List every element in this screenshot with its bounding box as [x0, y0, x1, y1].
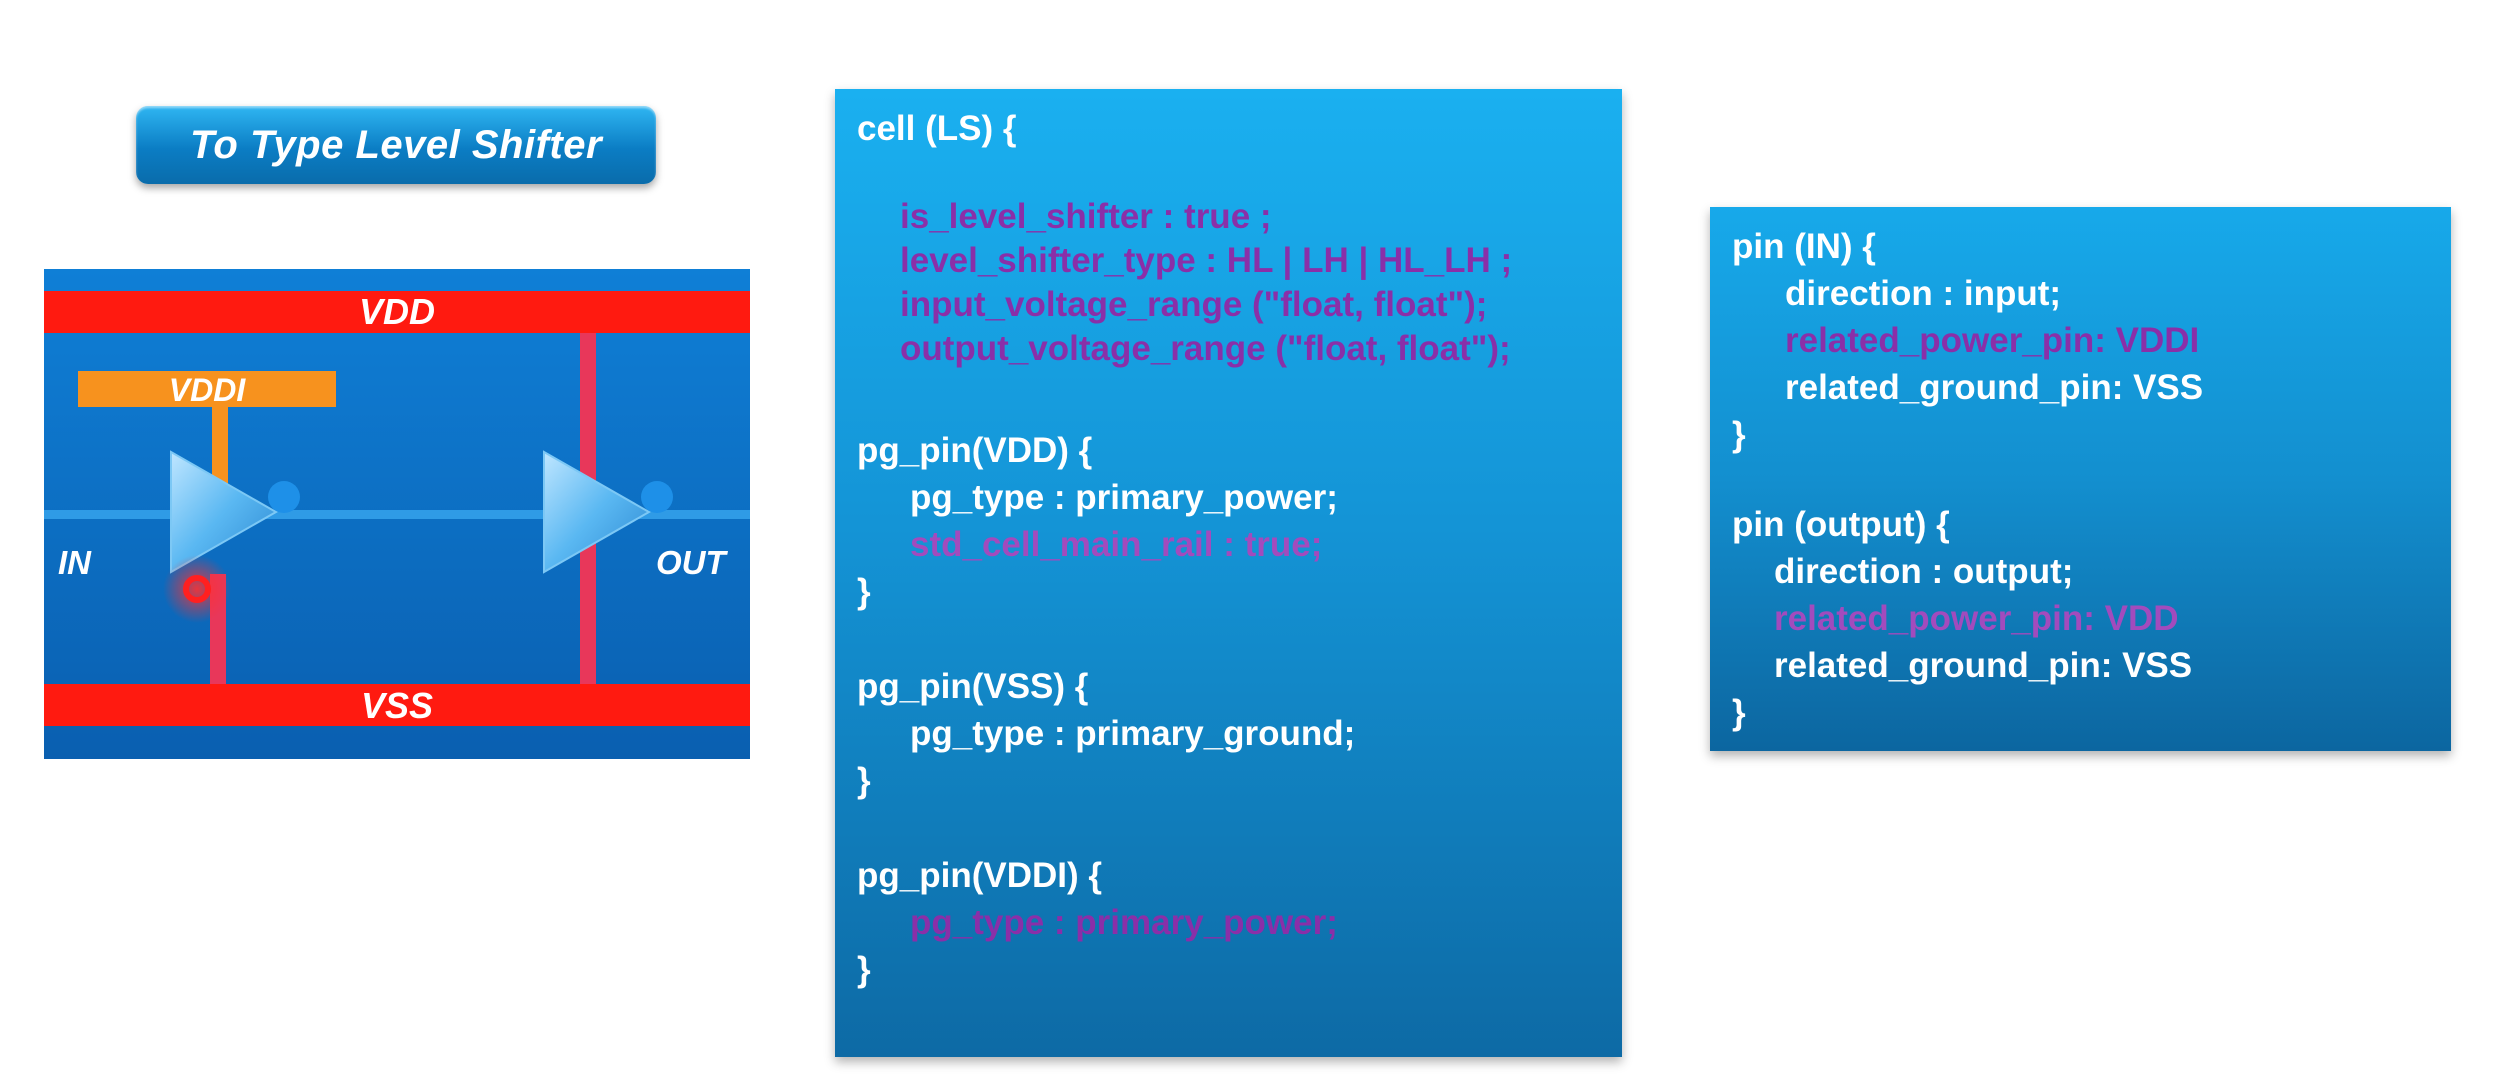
code-line: pg_type : primary_ground; [910, 714, 1356, 753]
output-bubble [641, 481, 673, 513]
vss-label: VSS [361, 685, 433, 726]
code-line: pg_pin(VSS) { [857, 667, 1089, 706]
code-line: pg_pin(VDDI) { [857, 856, 1102, 895]
code-line: level_shifter_type : HL | LH | HL_LH ; [900, 241, 1513, 280]
input-pin-marker [183, 575, 211, 603]
level-shifter-schematic: VDD VDDI VSS IN OUT [44, 269, 750, 759]
code-line: cell (LS) { [857, 109, 1017, 148]
signal-wire [44, 510, 750, 519]
code-line: direction : input; [1785, 274, 2062, 313]
vddi-stub [212, 407, 228, 499]
code-line: } [1732, 693, 1746, 732]
diagram-title: To Type Level Shifter [189, 122, 603, 167]
code-line: std_cell_main_rail : true; [910, 525, 1323, 564]
code-line: direction : output; [1774, 552, 2074, 591]
code-line: input_voltage_range ("float, float"); [900, 285, 1488, 324]
pin-definition-panel: pin (IN) { direction : input; related_po… [1710, 207, 2451, 751]
code-line: related_power_pin: VDD [1774, 599, 2179, 638]
code-line: related_ground_pin: VSS [1774, 646, 2193, 685]
code-line: } [857, 950, 871, 989]
code-line: } [1732, 415, 1746, 454]
code-line: pg_pin(VDD) { [857, 431, 1093, 470]
code-line: } [857, 761, 871, 800]
code-line: output_voltage_range ("float, float"); [900, 329, 1511, 368]
vss-rail [44, 684, 750, 726]
vddi-bar [78, 371, 336, 407]
code-line: pg_type : primary_power; [910, 903, 1338, 942]
code-line: related_power_pin: VDDI [1785, 321, 2200, 360]
cell-definition-panel: cell (LS) { is_level_shifter : true ; le… [835, 89, 1622, 1057]
in-label: IN [58, 544, 92, 581]
input-pin-glow [163, 555, 231, 623]
vdd-rail [44, 291, 750, 333]
buffer-bubble [268, 481, 300, 513]
vdd-label: VDD [359, 291, 435, 332]
out-label: OUT [656, 544, 729, 581]
title-banner: To Type Level Shifter [136, 106, 656, 184]
code-line: pin (output) { [1732, 505, 1950, 544]
output-buffer [543, 450, 652, 574]
vddi-label: VDDI [169, 372, 247, 408]
code-line: } [857, 572, 871, 611]
code-line: pin (IN) { [1732, 227, 1876, 266]
code-line: is_level_shifter : true ; [900, 197, 1272, 236]
code-line: related_ground_pin: VSS [1785, 368, 2204, 407]
level-shifter-buffer [170, 450, 279, 574]
code-line: pg_type : primary_power; [910, 478, 1338, 517]
